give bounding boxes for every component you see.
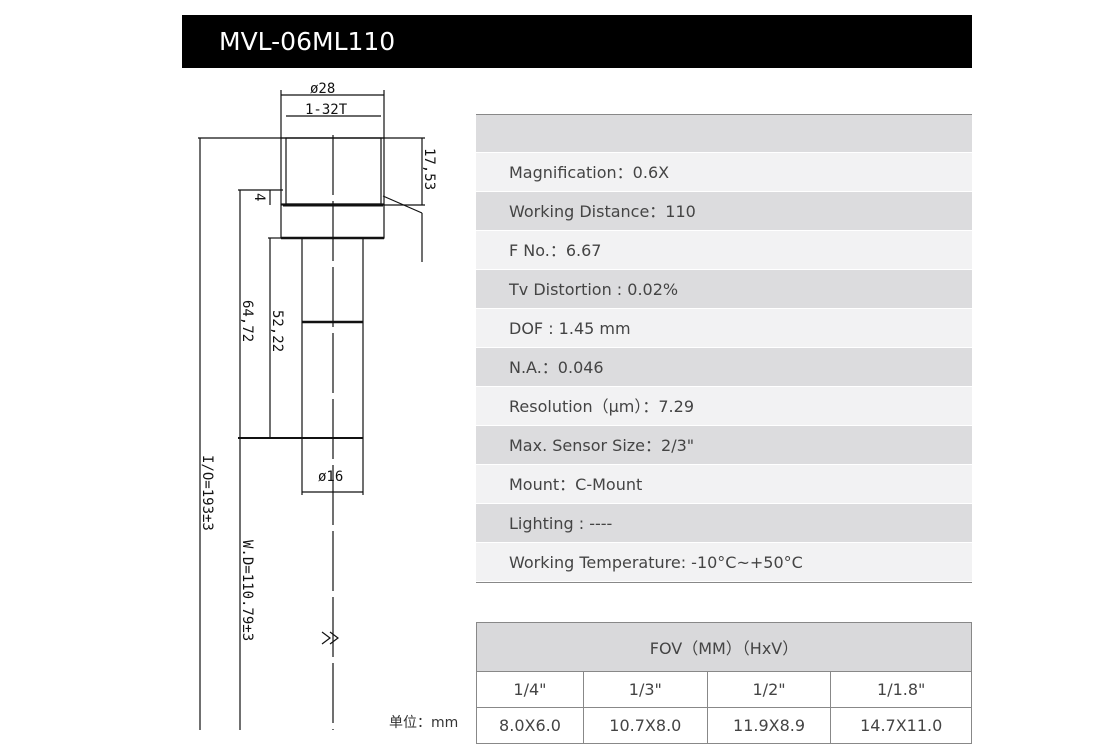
- spec-na: N.A.：0.046: [476, 348, 972, 387]
- fov-size: 1/1.8": [830, 671, 972, 708]
- spec-temperature: Working Temperature: -10°C~+50°C: [476, 543, 972, 582]
- spec-mount: Mount：C-Mount: [476, 465, 972, 504]
- spec-dof: DOF : 1.45 mm: [476, 309, 972, 348]
- spec-working-distance: Working Distance：110: [476, 192, 972, 231]
- dim-diameter-16: ø16: [318, 469, 343, 485]
- lens-dimension-drawing: ø28 1-32T 17,53 4 64,72 52,22 ø16 I/O=19…: [198, 81, 437, 730]
- dim-working-distance: W.D=110.79±3: [239, 540, 255, 641]
- dim-thread: 1-32T: [305, 102, 348, 118]
- fov-value: 11.9X8.9: [706, 707, 832, 744]
- spec-distortion: Tv Distortion : 0.02%: [476, 270, 972, 309]
- fov-table: FOV（MM）（HxV） 1/4" 1/3" 1/2" 1/1.8" 8.0X6…: [476, 622, 972, 744]
- fov-value: 14.7X11.0: [830, 707, 972, 744]
- product-title: MVL-06ML110: [182, 15, 972, 68]
- fov-size: 1/2": [706, 671, 832, 708]
- dim-64-72: 64,72: [239, 300, 255, 342]
- dim-17-53: 17,53: [421, 148, 437, 190]
- fov-header: FOV（MM）（HxV）: [476, 622, 972, 672]
- dim-52-22: 52,22: [269, 310, 285, 352]
- dim-4: 4: [251, 193, 267, 201]
- spec-lighting: Lighting : ----: [476, 504, 972, 543]
- spec-header: [476, 115, 972, 153]
- spec-sensor-size: Max. Sensor Size：2/3": [476, 426, 972, 465]
- dim-io: I/O=193±3: [199, 455, 215, 531]
- fov-size: 1/4": [476, 671, 584, 708]
- spec-table: Magnification：0.6X Working Distance：110 …: [476, 114, 972, 583]
- fov-value: 8.0X6.0: [476, 707, 584, 744]
- dim-diameter-28: ø28: [310, 81, 335, 97]
- spec-f-number: F No.：6.67: [476, 231, 972, 270]
- spec-magnification: Magnification：0.6X: [476, 153, 972, 192]
- spec-resolution: Resolution（μm）：7.29: [476, 387, 972, 426]
- fov-value: 10.7X8.0: [582, 707, 708, 744]
- fov-size: 1/3": [582, 671, 708, 708]
- unit-label: 单位：mm: [389, 715, 459, 731]
